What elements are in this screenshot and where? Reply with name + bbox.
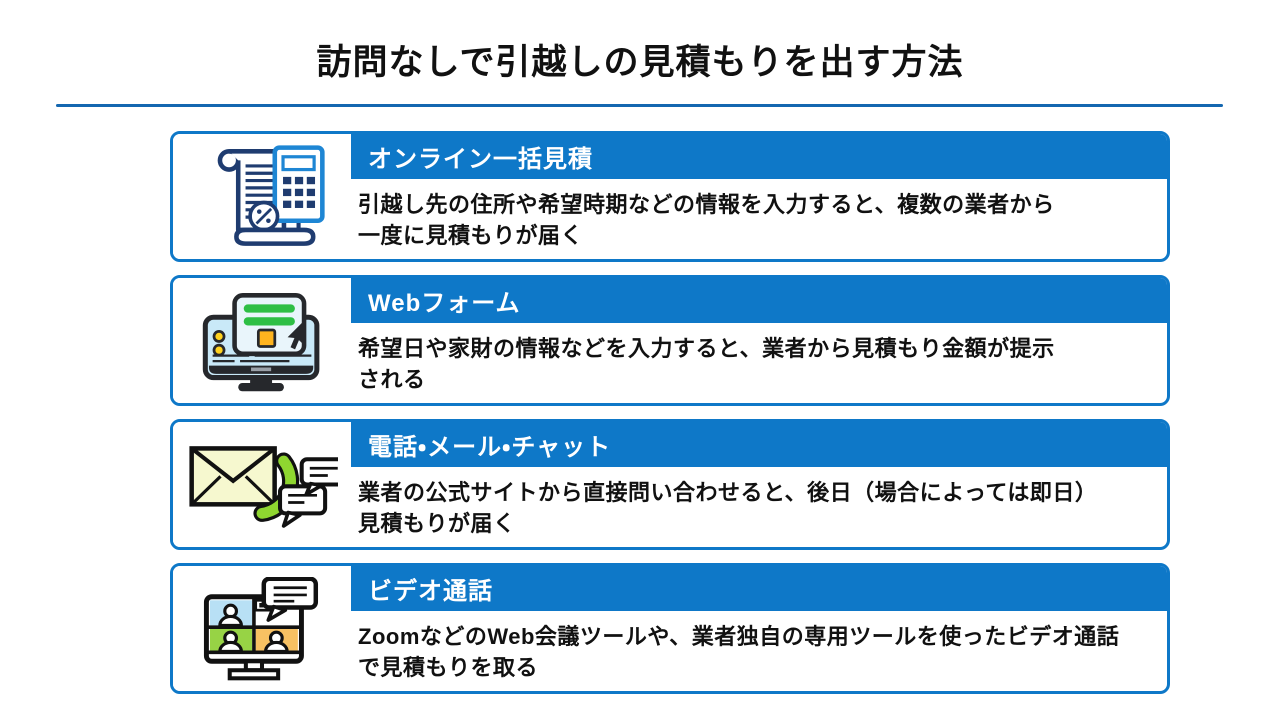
page-title: 訪問なしで引越しの見積もりを出す方法	[316, 43, 964, 82]
web-form-monitor-icon	[173, 278, 351, 403]
card-heading: ビデオ通話	[351, 566, 1167, 611]
card-description: 希望日や家財の情報などを入力すると、業者から見積もり金額が提示 される	[358, 336, 1055, 392]
receipt-calculator-icon	[173, 134, 351, 259]
method-card-video-call: ビデオ通話 ZoomなどのWeb会議ツールや、業者独自の専用ツールを使ったビデオ…	[170, 563, 1170, 694]
card-content: 電話・メール・チャット 業者の公式サイトから直接問い合わせると、後日（場合によっ…	[351, 422, 1167, 547]
card-description: 引越し先の住所や希望時期などの情報を入力すると、複数の業者から 一度に見積もりが…	[358, 192, 1055, 248]
video-call-icon	[173, 566, 351, 691]
mail-phone-chat-icon	[173, 422, 351, 547]
card-description: 業者の公式サイトから直接問い合わせると、後日（場合によっては即日） 見積もりが届…	[358, 480, 1098, 536]
card-heading: オンライン一括見積	[351, 134, 1167, 179]
method-card-phone-mail-chat: 電話・メール・チャット 業者の公式サイトから直接問い合わせると、後日（場合によっ…	[170, 419, 1170, 550]
card-heading: 電話・メール・チャット	[351, 422, 1167, 467]
method-card-web-form: Webフォーム 希望日や家財の情報などを入力すると、業者から見積もり金額が提示 …	[170, 275, 1170, 406]
card-content: ビデオ通話 ZoomなどのWeb会議ツールや、業者独自の専用ツールを使ったビデオ…	[351, 566, 1167, 691]
card-content: オンライン一括見積 引越し先の住所や希望時期などの情報を入力すると、複数の業者か…	[351, 134, 1167, 259]
method-card-list: オンライン一括見積 引越し先の住所や希望時期などの情報を入力すると、複数の業者か…	[170, 131, 1170, 694]
card-description: ZoomなどのWeb会議ツールや、業者独自の専用ツールを使ったビデオ通話 で見積…	[358, 624, 1120, 680]
card-heading: Webフォーム	[351, 278, 1167, 323]
title-divider	[56, 104, 1223, 107]
method-card-online-bulk-estimate: オンライン一括見積 引越し先の住所や希望時期などの情報を入力すると、複数の業者か…	[170, 131, 1170, 262]
card-content: Webフォーム 希望日や家財の情報などを入力すると、業者から見積もり金額が提示 …	[351, 278, 1167, 403]
